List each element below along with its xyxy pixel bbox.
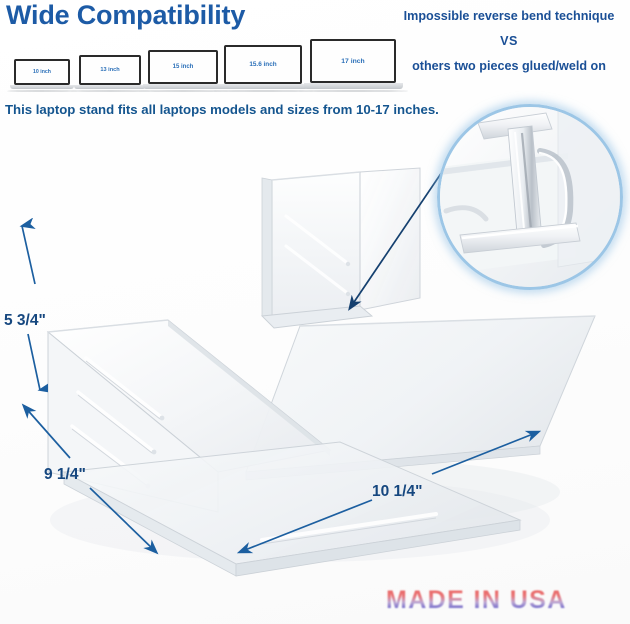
dimension-arrow-height [19,218,48,394]
dimension-label-depth: 9 1/4" [44,466,86,483]
laptop-icon-17inch: 17 inch [298,39,408,92]
dimension-arrow-width [236,430,542,554]
dimension-arrow-depth [21,403,159,555]
page-title: Wide Compatibility [6,0,246,30]
compatibility-description: This laptop stand fits all laptops model… [5,102,439,117]
stand-illustration [46,167,596,577]
comparison-text-block: Impossible reverse bend technique VS oth… [390,4,628,79]
laptop-label: 13 inch [100,66,120,73]
laptop-icon-15inch: 15 inch [138,50,228,92]
laptop-icon-13inch: 13 inch [70,54,150,92]
laptop-label: 17 inch [341,57,365,65]
comparison-line-3: others two pieces glued/weld on [412,59,606,73]
bend-detail-illustration [440,107,620,287]
laptop-label: 10 inch [33,69,51,75]
laptop-label: 15.6 inch [249,60,277,68]
magnifier-callout-line [348,171,443,311]
dimension-label-width: 10 1/4" [372,483,423,500]
product-image-acrylic-laptop-stand [0,120,630,580]
comparison-versus: VS [500,34,518,48]
made-in-usa-text: MADE IN USA [386,586,567,614]
dimension-label-height: 5 3/4" [4,312,46,329]
magnifier-detail-circle [437,104,623,290]
laptop-label: 15 inch [172,64,194,70]
laptop-icon-10inch: 10 inch [7,59,77,92]
laptop-icon-15-6inch: 15.6 inch [213,44,313,92]
comparison-line-1: Impossible reverse bend technique [403,9,615,23]
laptop-size-row: 10 inch 13 inch 15 inch 15.6 inch [7,36,408,92]
